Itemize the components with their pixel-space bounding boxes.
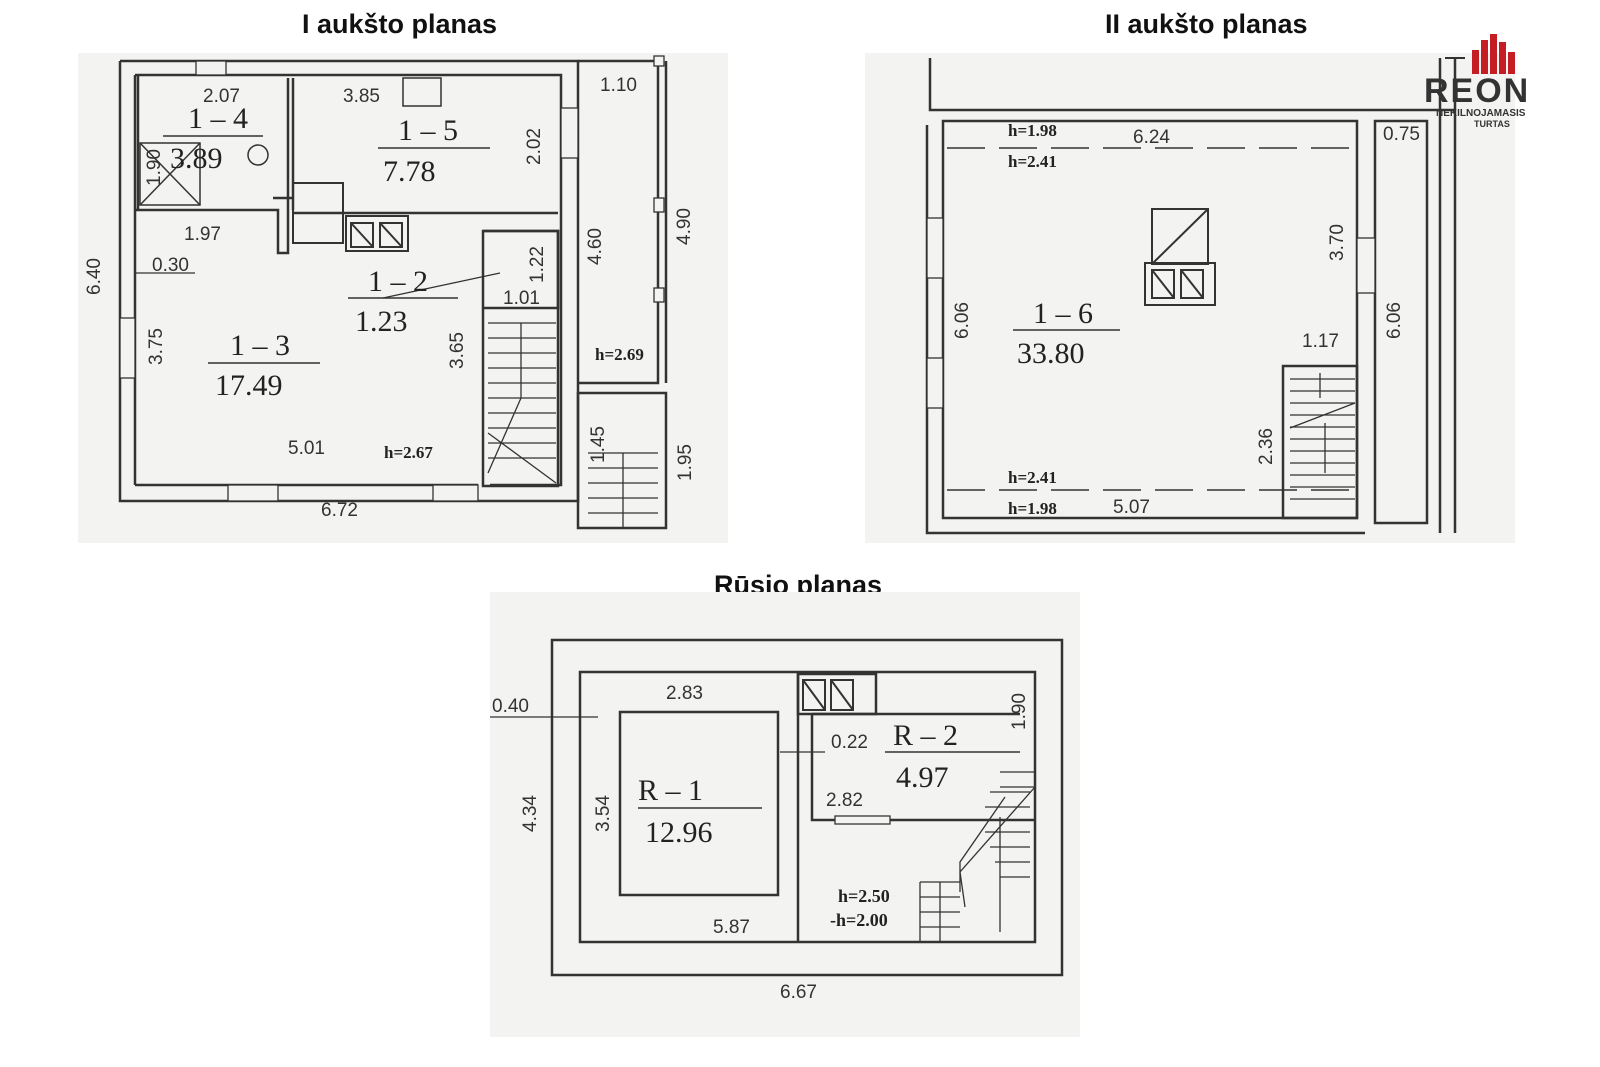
room-area: 33.80 bbox=[1017, 337, 1085, 370]
room-label: R – 1 bbox=[638, 774, 703, 807]
dimension-label: 3.85 bbox=[343, 86, 380, 107]
floor2-plan-title: II aukšto planas bbox=[1105, 9, 1308, 39]
dimension-label: 1.90 bbox=[1009, 693, 1030, 730]
room-area: 4.97 bbox=[896, 761, 949, 794]
dimension-label: 6.40 bbox=[84, 258, 105, 295]
room-label: 1 – 3 bbox=[230, 329, 290, 362]
dimension-label: 0.22 bbox=[831, 732, 868, 753]
room-label: 1 – 6 bbox=[1033, 297, 1093, 330]
room-area: 12.96 bbox=[645, 816, 713, 849]
dimension-label: 6.72 bbox=[321, 500, 358, 521]
height-label: h=2.69 bbox=[595, 345, 644, 364]
basement-plan-drawing: R – 1 12.96 R – 2 4.97 0.40 2.83 0.22 1.… bbox=[490, 638, 1064, 1003]
floor1-plan: 1 – 4 3.89 1 – 5 7.78 1 – 2 1.23 1 – 3 1… bbox=[78, 53, 728, 543]
dimension-label: 3.70 bbox=[1327, 224, 1348, 261]
room-area: 7.78 bbox=[383, 155, 436, 188]
height-label: h=2.41 bbox=[1008, 152, 1057, 171]
room-area: 3.89 bbox=[170, 142, 223, 175]
dimension-label: 6.06 bbox=[952, 302, 973, 339]
floor1-plan-title: I aukšto planas bbox=[302, 9, 498, 39]
dimension-label: 1.97 bbox=[184, 224, 221, 245]
dimension-label: 0.40 bbox=[492, 696, 529, 717]
room-area: 17.49 bbox=[215, 369, 283, 402]
logo-name: REON bbox=[1424, 72, 1530, 110]
height-label: -h=2.00 bbox=[830, 910, 888, 930]
dimension-label: 2.83 bbox=[666, 683, 703, 704]
dimension-label: 5.01 bbox=[288, 438, 325, 459]
dimension-label: 1.22 bbox=[527, 246, 548, 283]
dimension-label: 1.45 bbox=[588, 426, 609, 463]
dimension-label: 2.82 bbox=[826, 790, 863, 811]
height-label: h=1.98 bbox=[1008, 121, 1057, 140]
height-label: h=2.50 bbox=[838, 886, 890, 906]
dimension-label: 4.60 bbox=[585, 228, 606, 265]
dimension-label: 2.36 bbox=[1256, 428, 1277, 465]
dimension-label: 5.87 bbox=[713, 917, 750, 938]
dimension-label: 1.90 bbox=[144, 149, 165, 186]
dimension-label: 1.17 bbox=[1302, 331, 1339, 352]
floor2-plan-drawing: 1 – 6 33.80 h=1.98 h=2.41 h=2.41 h=1.98 … bbox=[925, 57, 1465, 535]
room-label: R – 2 bbox=[893, 719, 958, 752]
dimension-label: 1.01 bbox=[503, 288, 540, 309]
dimension-label: 3.65 bbox=[447, 332, 468, 369]
room-label: 1 – 2 bbox=[368, 265, 428, 298]
dimension-label: 6.24 bbox=[1133, 127, 1170, 148]
height-label: h=2.41 bbox=[1008, 468, 1057, 487]
dimension-label: 3.75 bbox=[146, 328, 167, 365]
room-label: 1 – 5 bbox=[398, 114, 458, 147]
logo-subtitle-1: NEKILNOJAMASIS bbox=[1436, 108, 1526, 119]
dimension-label: 0.75 bbox=[1383, 124, 1420, 145]
dimension-label: 5.07 bbox=[1113, 497, 1150, 518]
dimension-label: 2.02 bbox=[524, 128, 545, 165]
dimension-label: 3.54 bbox=[593, 795, 614, 832]
height-label: h=1.98 bbox=[1008, 499, 1057, 518]
dimension-label: 1.10 bbox=[600, 75, 637, 96]
dimension-label: 0.30 bbox=[152, 255, 189, 276]
room-label: 1 – 4 bbox=[188, 102, 248, 135]
reon-logo: REON NEKILNOJAMASIS TURTAS bbox=[1422, 32, 1572, 129]
basement-plan: R – 1 12.96 R – 2 4.97 0.40 2.83 0.22 1.… bbox=[490, 592, 1080, 1037]
dimension-label: 6.06 bbox=[1384, 302, 1405, 339]
dimension-label: 1.95 bbox=[675, 444, 696, 481]
dimension-label: 2.07 bbox=[203, 86, 240, 107]
logo-subtitle-2: TURTAS bbox=[1474, 119, 1510, 128]
floor2-plan: 1 – 6 33.80 h=1.98 h=2.41 h=2.41 h=1.98 … bbox=[865, 53, 1515, 543]
room-area: 1.23 bbox=[355, 305, 408, 338]
dimension-label: 4.90 bbox=[674, 208, 695, 245]
reon-logo-mark: REON NEKILNOJAMASIS TURTAS bbox=[1424, 34, 1530, 129]
floor1-plan-drawing: 1 – 4 3.89 1 – 5 7.78 1 – 2 1.23 1 – 3 1… bbox=[84, 55, 696, 530]
building-icon bbox=[1472, 34, 1515, 74]
dimension-label: 4.34 bbox=[520, 795, 541, 832]
dimension-label: 6.67 bbox=[780, 982, 817, 1003]
height-label: h=2.67 bbox=[384, 443, 433, 462]
